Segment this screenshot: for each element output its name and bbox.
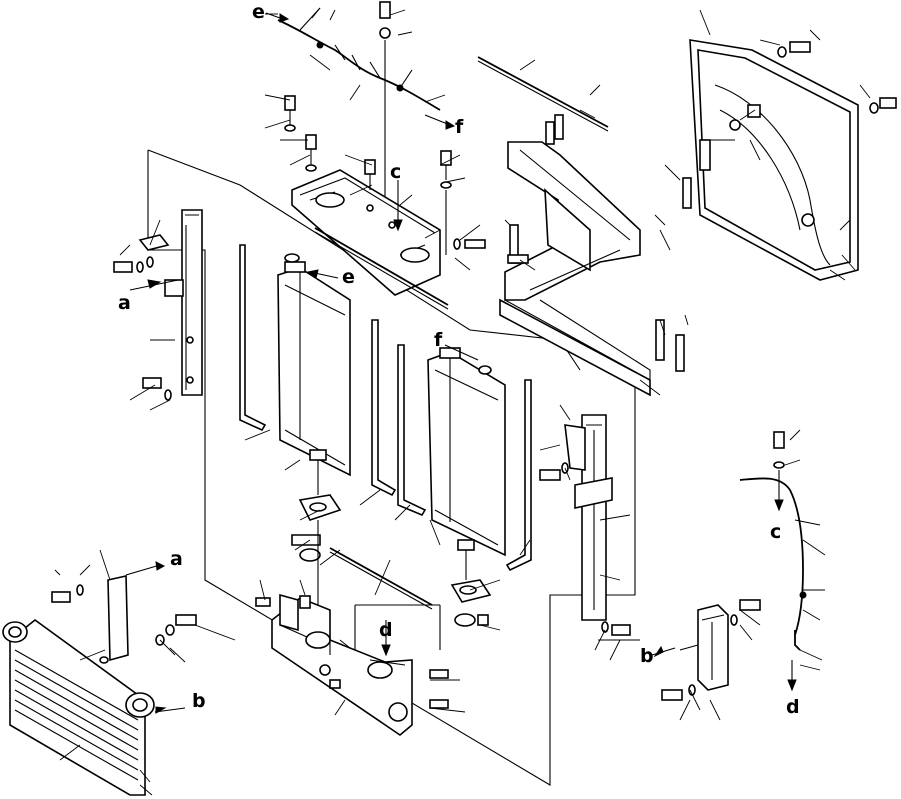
seal-strips — [239, 244, 532, 572]
label-b-left: b — [192, 690, 206, 712]
label-d-center: d — [379, 619, 393, 641]
lower-sensor-cable — [739, 431, 807, 692]
fan-shroud — [689, 39, 897, 281]
radiator-top-bracket — [284, 95, 486, 296]
label-b-center: b — [640, 645, 654, 667]
label-e-middle: e — [342, 266, 355, 288]
label-c-right: c — [770, 521, 781, 543]
upper-sensor-cable — [265, 1, 446, 245]
fan-support-frame — [499, 114, 692, 397]
aftercooler — [2, 561, 197, 796]
reference-letters: e f c e f a c a d b b d — [118, 1, 800, 718]
radiator-bottom-bracket — [255, 593, 449, 737]
lower-right-bracket — [661, 599, 761, 701]
label-f-middle: f — [434, 329, 443, 351]
label-a-left: a — [118, 292, 131, 314]
label-f-top: f — [455, 116, 464, 138]
label-a-bottom: a — [170, 548, 183, 570]
radiator-core-2 — [427, 347, 506, 627]
left-side-plate — [113, 209, 203, 401]
label-c-top: c — [390, 161, 401, 183]
label-d-right: d — [786, 696, 800, 718]
radiator-core-1 — [277, 253, 351, 605]
right-side-plate — [539, 414, 640, 641]
label-e-top: e — [252, 1, 265, 23]
callout-leader-lines — [54, 7, 871, 796]
